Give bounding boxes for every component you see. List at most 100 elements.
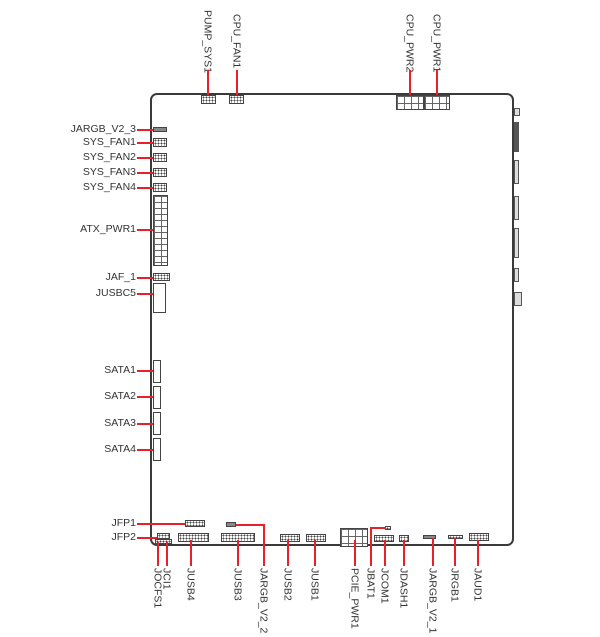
label-jaf-1: JAF_1 — [105, 271, 136, 283]
leader-line — [137, 423, 154, 425]
leader-line — [432, 538, 434, 566]
io-bump — [514, 108, 520, 116]
label-pump-sys1: PUMP_SYS1 — [201, 10, 214, 74]
leader-line — [137, 229, 154, 231]
pcie-pwr1-connector — [340, 528, 368, 547]
leader-line — [137, 129, 154, 131]
leader-line — [137, 172, 154, 174]
cpu-pwr2-connector — [396, 95, 424, 110]
leader-line — [314, 540, 316, 566]
io-bump — [514, 228, 519, 258]
io-bump — [514, 122, 519, 152]
label-atx-pwr1: ATX_PWR1 — [80, 223, 136, 235]
jaud1-connector — [469, 533, 489, 541]
leader-line — [137, 187, 154, 189]
label-cpu-pwr2: CPU_PWR2 — [403, 14, 416, 73]
label-sys-fan3: SYS_FAN3 — [82, 166, 136, 178]
label-jusb2: JUSB2 — [281, 568, 294, 601]
leader-line — [263, 524, 265, 566]
motherboard-outline — [150, 93, 514, 546]
label-jrgb1: JRGB1 — [448, 568, 461, 602]
label-sata2: SATA2 — [104, 390, 136, 402]
sys-fan2-connector — [153, 153, 167, 162]
jargb-v2-1-connector — [423, 535, 436, 539]
label-sata1: SATA1 — [104, 364, 136, 376]
jusb4-connector — [178, 533, 209, 542]
label-jusbc5: JUSBC5 — [95, 287, 136, 299]
sys-fan1-connector — [153, 138, 167, 147]
sata4-connector — [153, 438, 161, 461]
jusb1-connector — [306, 534, 326, 542]
leader-line — [454, 538, 456, 566]
leader-line — [236, 70, 238, 96]
jocfs1-jci1-connector — [155, 539, 172, 544]
leader-line — [137, 142, 154, 144]
label-jbat1: JBAT1 — [364, 568, 377, 599]
label-sys-fan2: SYS_FAN2 — [82, 151, 136, 163]
leader-line — [137, 370, 154, 372]
sys-fan3-connector — [153, 168, 167, 177]
leader-line — [207, 70, 209, 96]
label-jfp1: JFP1 — [111, 517, 136, 529]
label-jaud1: JAUD1 — [471, 568, 484, 602]
label-jargb-v2-3: JARGB_V2_3 — [70, 123, 136, 135]
leader-line — [436, 70, 438, 96]
label-sys-fan4: SYS_FAN4 — [82, 181, 136, 193]
io-bump — [514, 268, 519, 282]
jargb-v2-3-connector — [153, 127, 167, 132]
label-jusb1: JUSB1 — [308, 568, 321, 601]
label-jcom1: JCOM1 — [378, 568, 391, 604]
cpu-fan1-connector — [229, 95, 244, 104]
label-jdash1: JDASH1 — [397, 568, 410, 609]
label-jfp2: JFP2 — [111, 531, 136, 543]
leader-line — [137, 277, 154, 279]
leader-line — [137, 449, 154, 451]
leader-line — [157, 542, 159, 566]
leader-line — [403, 540, 405, 566]
leader-line — [409, 70, 411, 96]
leader-line — [137, 523, 186, 525]
leader-line — [137, 157, 154, 159]
label-sys-fan1: SYS_FAN1 — [82, 136, 136, 148]
cpu-pwr1-connector — [424, 95, 450, 110]
label-jargb-v2-1: JARGB_V2_1 — [426, 568, 439, 634]
jusb2-connector — [280, 534, 300, 542]
io-bump — [514, 292, 522, 306]
jfp2-connector — [157, 533, 170, 539]
label-cpu-pwr1: CPU_PWR1 — [430, 14, 443, 73]
leader-line — [384, 540, 386, 566]
label-jci1: JCI1 — [160, 568, 173, 590]
jargb-v2-2-connector — [226, 522, 236, 527]
atx-pwr1-connector — [153, 195, 168, 266]
label-jargb-v2-2: JARGB_V2_2 — [257, 568, 270, 634]
label-jusb3: JUSB3 — [231, 568, 244, 601]
label-sata3: SATA3 — [104, 417, 136, 429]
jusbc5-connector — [153, 283, 166, 313]
leader-line — [370, 527, 386, 529]
label-jusb4: JUSB4 — [184, 568, 197, 601]
jaf-1-connector — [153, 273, 170, 281]
label-sata4: SATA4 — [104, 443, 136, 455]
label-jocfs1: JOCFS1 — [151, 568, 164, 609]
label-cpu-fan1: CPU_FAN1 — [230, 14, 243, 69]
label-pcie-pwr1: PCIE_PWR1 — [348, 568, 361, 629]
leader-line — [477, 540, 479, 566]
leader-line — [137, 396, 154, 398]
leader-line — [236, 524, 265, 526]
sata3-connector — [153, 412, 161, 435]
leader-line — [190, 540, 192, 566]
leader-line — [237, 540, 239, 566]
jfp1-connector — [185, 520, 205, 527]
sata1-connector — [153, 360, 161, 383]
leader-line — [166, 542, 168, 566]
leader-line — [137, 293, 154, 295]
pump-sys1-connector — [201, 95, 216, 104]
leader-line — [354, 540, 356, 566]
sata2-connector — [153, 386, 161, 409]
io-bump — [514, 196, 519, 220]
leader-line — [137, 537, 158, 539]
sys-fan4-connector — [153, 183, 167, 192]
leader-line — [287, 540, 289, 566]
io-bump — [514, 160, 519, 184]
